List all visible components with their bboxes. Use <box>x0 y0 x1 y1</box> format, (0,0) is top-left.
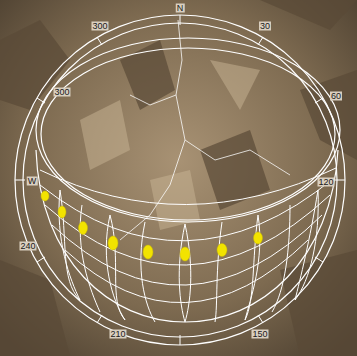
bearing-label: 30 <box>259 22 271 31</box>
bearing-label: 210 <box>109 330 126 339</box>
bearing-label: 60 <box>330 92 342 101</box>
bearing-label: 150 <box>251 330 268 339</box>
bearing-label: 120 <box>317 178 334 187</box>
bearing-label: 300 <box>53 88 70 97</box>
bearing-label: 300 <box>91 22 108 31</box>
bearing-label: N <box>176 4 185 13</box>
bearing-label: 240 <box>19 242 36 251</box>
bearing-label: W <box>27 177 38 186</box>
